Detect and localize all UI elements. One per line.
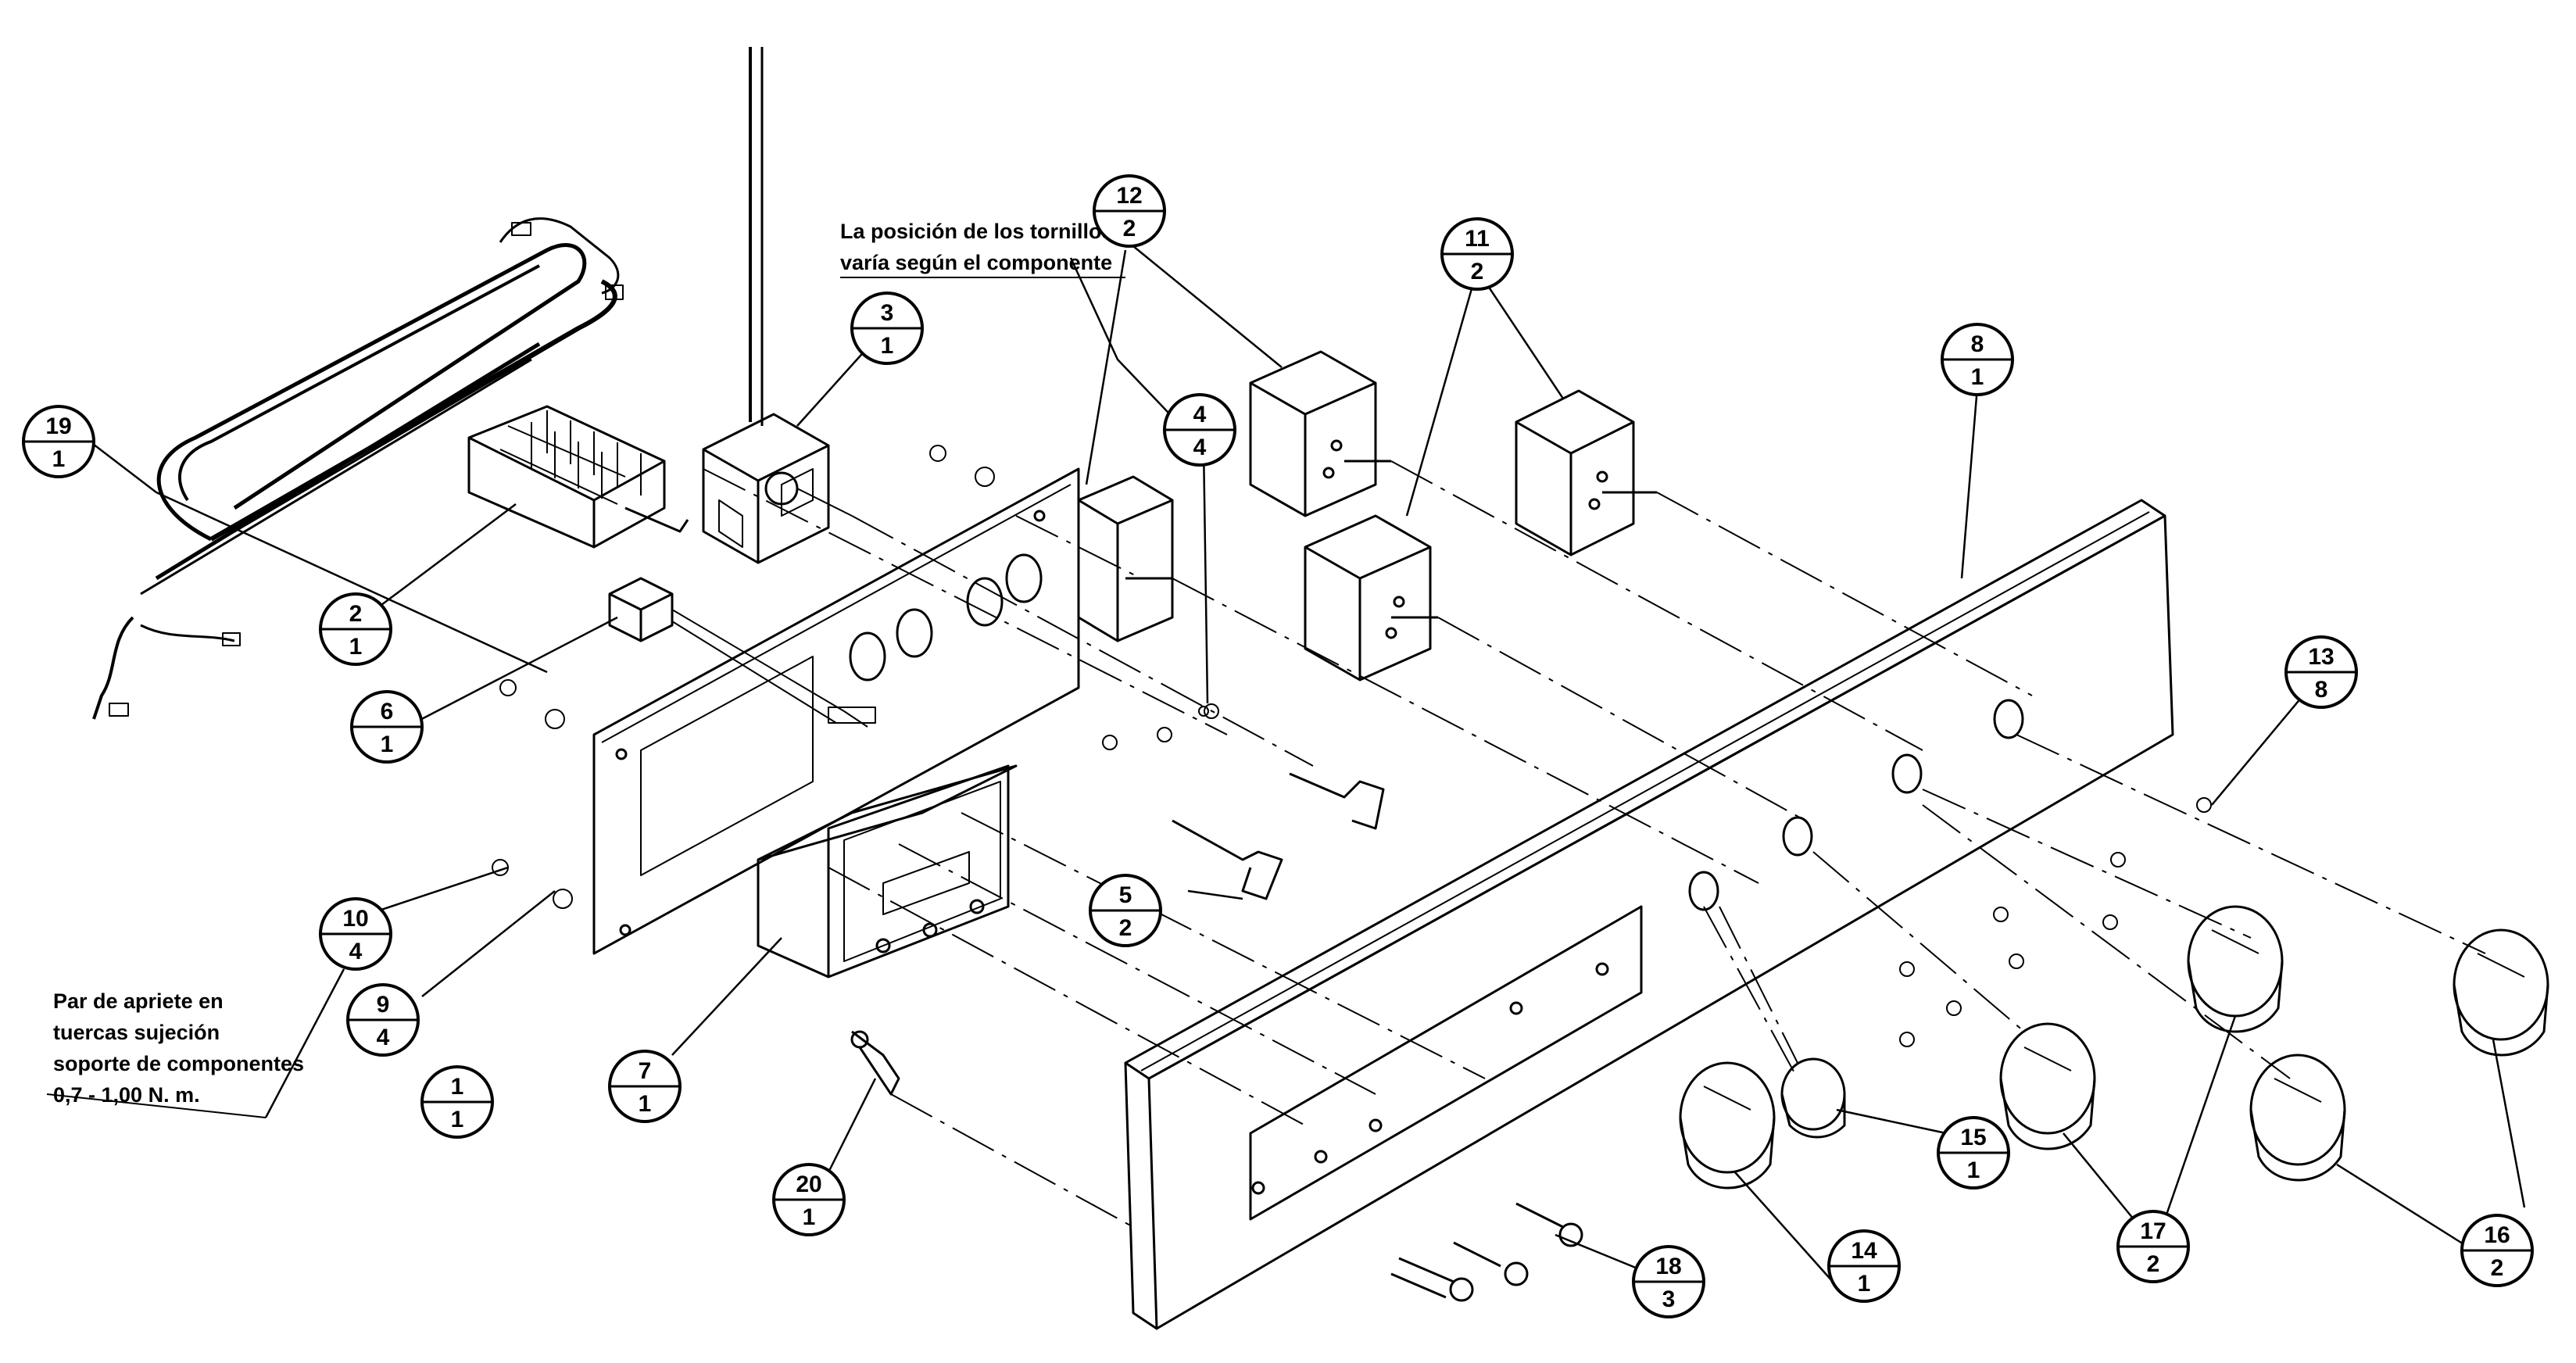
note-torque-line2: tuercas sujeción: [53, 1021, 220, 1044]
callout-20-ref: 20: [796, 1172, 821, 1197]
callout-6-qty: 1: [381, 732, 394, 757]
callout-14-qty: 1: [1858, 1271, 1871, 1297]
callout-10-qty: 4: [349, 939, 363, 964]
callout-7-qty: 1: [639, 1091, 652, 1117]
part-knob-15: [1780, 1057, 1846, 1139]
note-torque-line3: soporte de componentes: [53, 1052, 304, 1075]
part-knob-17a: [1999, 1022, 2096, 1150]
callout-16-ref: 16: [2484, 1222, 2510, 1248]
callout-4-qty: 4: [1193, 435, 1207, 460]
callout-18: 18 3: [1632, 1245, 1705, 1318]
callout-11-ref: 11: [1465, 226, 1490, 252]
callout-8: 8 1: [1941, 323, 2014, 396]
callout-13-qty: 8: [2315, 677, 2328, 703]
callout-17-qty: 2: [2147, 1251, 2160, 1277]
part-fasteners: [492, 445, 2212, 1047]
note-screws-line2: varía según el componente: [840, 251, 1112, 274]
callout-7-ref: 7: [639, 1058, 652, 1084]
part-front-panel: [1124, 499, 2174, 1330]
callout-1-ref: 1: [451, 1074, 464, 1100]
callout-1: 1 1: [420, 1065, 494, 1139]
callout-3-ref: 3: [881, 300, 894, 326]
callout-18-ref: 18: [1655, 1254, 1681, 1279]
callout-18-qty: 3: [1662, 1286, 1676, 1312]
callout-2: 2 1: [319, 592, 392, 666]
part-display-module: [757, 764, 1018, 978]
part-switch: [608, 577, 868, 728]
callout-17: 17 2: [2116, 1210, 2190, 1283]
callout-11: 11 2: [1440, 217, 1514, 291]
part-wiring-harness: [92, 217, 624, 720]
part-bracket: [592, 467, 1080, 955]
part-pilot-lights: [1172, 772, 1385, 900]
callout-19: 19 1: [22, 405, 95, 478]
callout-17-ref: 17: [2140, 1218, 2166, 1244]
callout-9: 9 4: [346, 983, 420, 1057]
callout-15-qty: 1: [1967, 1157, 1980, 1183]
callout-12: 12 2: [1093, 174, 1166, 248]
part-knob-17b: [2187, 905, 2284, 1033]
callout-13-ref: 13: [2308, 644, 2334, 670]
callout-10-ref: 10: [342, 906, 368, 932]
part-thermostat: [702, 47, 853, 564]
part-regulator-c: [1304, 514, 1438, 682]
callout-2-qty: 1: [349, 634, 363, 660]
callout-9-ref: 9: [377, 992, 390, 1018]
callout-8-ref: 8: [1971, 331, 1984, 357]
part-regulator-b: [1249, 350, 1391, 517]
callout-20-qty: 1: [803, 1204, 816, 1230]
callout-16-qty: 2: [2491, 1255, 2504, 1281]
callout-3: 3 1: [850, 292, 924, 365]
callout-12-ref: 12: [1116, 183, 1142, 209]
callout-5: 5 2: [1089, 874, 1162, 947]
callout-10: 10 4: [319, 897, 392, 971]
callout-4-ref: 4: [1193, 402, 1207, 428]
callout-19-qty: 1: [52, 446, 66, 472]
part-regulator-a: [1077, 475, 1174, 642]
callout-8-qty: 1: [1971, 364, 1984, 390]
callout-6-ref: 6: [381, 699, 394, 724]
callout-5-qty: 2: [1119, 915, 1132, 941]
part-regulator-d: [1515, 389, 1657, 556]
note-torque-line1: Par de apriete en: [53, 989, 224, 1013]
part-terminal-block: [467, 405, 689, 549]
callout-3-qty: 1: [881, 333, 894, 359]
part-knob-16b: [2453, 928, 2549, 1057]
parts-layer: [92, 47, 2549, 1330]
callout-5-ref: 5: [1119, 882, 1132, 908]
callout-16: 16 2: [2460, 1214, 2534, 1287]
callout-20: 20 1: [772, 1163, 846, 1236]
callout-4: 4 4: [1163, 393, 1236, 467]
notes: La posición de los tornillos varía según…: [53, 220, 1125, 1107]
note-screws-line1: La posición de los tornillos: [840, 220, 1114, 243]
callout-2-ref: 2: [349, 601, 363, 627]
callout-9-qty: 4: [377, 1025, 390, 1050]
callout-7: 7 1: [608, 1050, 682, 1123]
callout-14-ref: 14: [1851, 1238, 1877, 1264]
part-lamp-clip: [850, 1030, 900, 1096]
callout-6: 6 1: [350, 690, 424, 764]
callout-bubbles: 1 1 2 1 3 1 4 4 5 2: [22, 174, 2534, 1318]
leader-lines: [46, 245, 2526, 1283]
part-screws-18: [1390, 1202, 1583, 1302]
part-knob-16a: [2249, 1054, 2346, 1182]
callout-13: 13 8: [2284, 635, 2358, 709]
callout-15: 15 1: [1937, 1116, 2010, 1189]
callout-19-ref: 19: [45, 413, 71, 439]
callout-1-qty: 1: [451, 1107, 464, 1132]
callout-15-ref: 15: [1960, 1125, 1986, 1150]
part-knob-14: [1679, 1061, 1776, 1189]
callout-11-qty: 2: [1471, 259, 1484, 284]
note-torque-line4: 0,7 - 1,00 N. m.: [53, 1083, 200, 1107]
callout-12-qty: 2: [1123, 216, 1136, 241]
centerlines: [703, 460, 2486, 1228]
callout-14: 14 1: [1827, 1229, 1901, 1303]
